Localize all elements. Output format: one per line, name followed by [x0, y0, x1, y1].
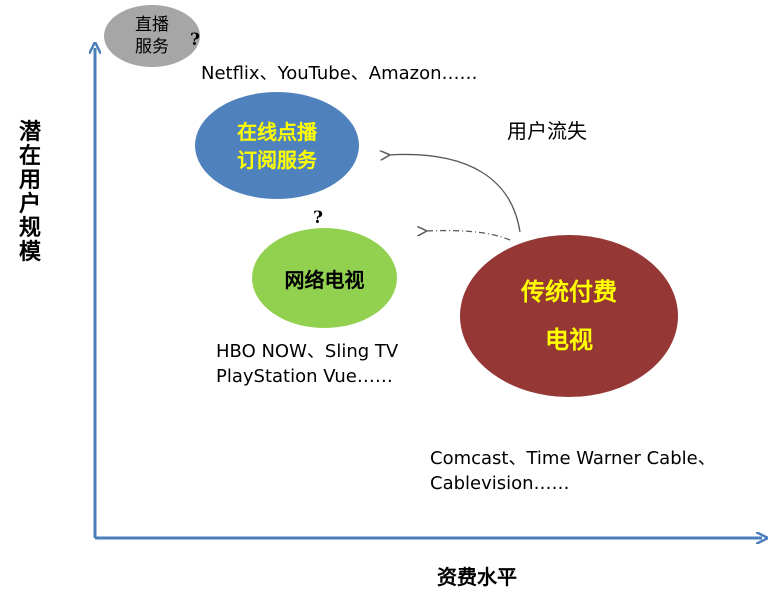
- live-service-ellipse: 直播 服务: [104, 5, 200, 67]
- live-service-label-line2: 服务: [135, 37, 169, 57]
- question-mark-middle: ?: [313, 208, 323, 228]
- churn-dashed-arrow: [425, 231, 511, 241]
- user-churn-arrow: [388, 154, 521, 233]
- svod-examples: Netflix、YouTube、Amazon……: [201, 63, 478, 84]
- internet-tv-ellipse: 网络电视: [252, 228, 397, 328]
- y-axis-label: 潜在用户规模: [18, 119, 41, 265]
- traditional-tv-examples-line1: Comcast、Time Warner Cable、: [430, 448, 716, 469]
- traditional-tv-label-line1: 传统付费: [521, 278, 617, 306]
- traditional-tv-ellipse: 传统付费 电视: [460, 235, 678, 397]
- live-service-label-line1: 直播: [135, 15, 169, 35]
- user-churn-label: 用户流失: [507, 119, 587, 143]
- internet-tv-examples-line2: PlayStation Vue……: [216, 366, 393, 387]
- svod-label-line2: 订阅服务: [237, 147, 317, 172]
- svod-label-line1: 在线点播: [237, 119, 317, 144]
- question-mark-top: ?: [190, 30, 200, 50]
- traditional-tv-examples-line2: Cablevision……: [430, 473, 570, 494]
- internet-tv-label: 网络电视: [284, 267, 365, 292]
- svod-ellipse: 在线点播 订阅服务: [195, 92, 359, 199]
- traditional-tv-label-line2: 电视: [545, 326, 593, 354]
- internet-tv-examples-line1: HBO NOW、Sling TV: [216, 341, 399, 362]
- x-axis-label: 资费水平: [437, 565, 517, 589]
